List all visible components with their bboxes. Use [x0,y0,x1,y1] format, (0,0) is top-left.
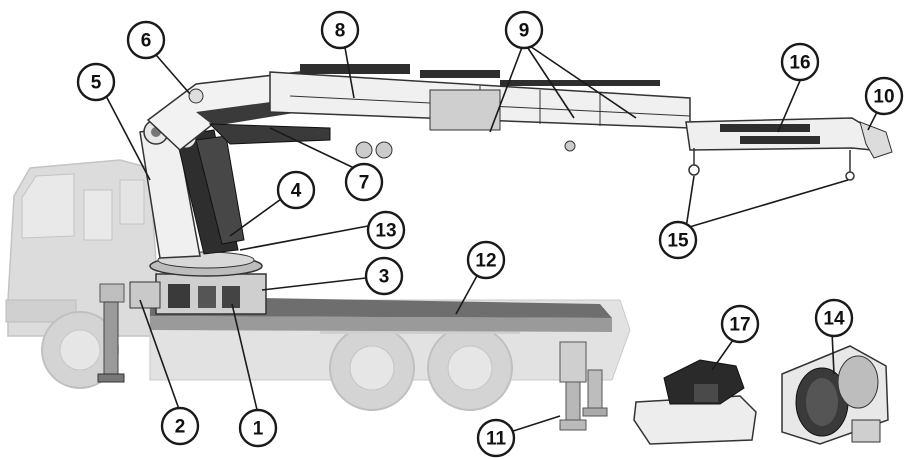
callout-11: 11 [476,418,516,458]
callout-2: 2 [160,406,200,446]
callout-10-label: 10 [873,87,894,108]
callout-5: 5 [76,62,116,102]
jib [685,117,893,181]
bucket-accessory [633,359,757,445]
callout-5-label: 5 [91,73,102,94]
outer-boom-cylinder [208,123,331,145]
callout-14-label: 14 [823,309,845,330]
callout-7-label: 7 [359,173,370,194]
callout-6-label: 6 [141,31,152,52]
front-stabilizer [97,283,125,383]
truck-bumper [5,299,77,323]
callout-17: 17 [720,304,760,344]
truck-rear-wheel-1 [329,325,415,411]
outer-boom [269,64,691,159]
crane-base [129,251,267,315]
callout-3: 3 [364,256,404,296]
callout-13: 13 [366,210,406,250]
callout-14: 14 [814,298,854,338]
callout-1-label: 1 [253,419,264,440]
callout-4-label: 4 [291,181,302,202]
truck-side-window [83,189,113,241]
callout-12-label: 12 [475,251,496,272]
callout-8-label: 8 [335,21,346,42]
callout-9: 9 [504,10,544,50]
winch-accessory [781,345,889,445]
callout-7: 7 [344,162,384,202]
callout-8: 8 [320,10,360,50]
callout-2-label: 2 [175,417,186,438]
callout-17-label: 17 [729,315,750,336]
truck-windshield [21,173,75,239]
callout-3-label: 3 [379,267,390,288]
rear-stabilizer [559,341,608,431]
callout-16-label: 16 [789,53,810,74]
callout-15-label: 15 [667,231,689,252]
callout-4: 4 [276,170,316,210]
callout-15: 15 [658,220,698,260]
callout-13-label: 13 [375,221,396,242]
leader-lines [103,41,881,435]
truck-rear-wheel-2 [427,325,513,411]
callout-10: 10 [864,76,904,116]
callout-11-label: 11 [486,429,507,450]
callout-6: 6 [126,20,166,60]
callout-12: 12 [466,240,506,280]
callout-1: 1 [238,408,278,448]
callout-16: 16 [780,42,820,82]
truck-cab-panel [119,179,145,225]
callout-9-label: 9 [519,21,530,42]
